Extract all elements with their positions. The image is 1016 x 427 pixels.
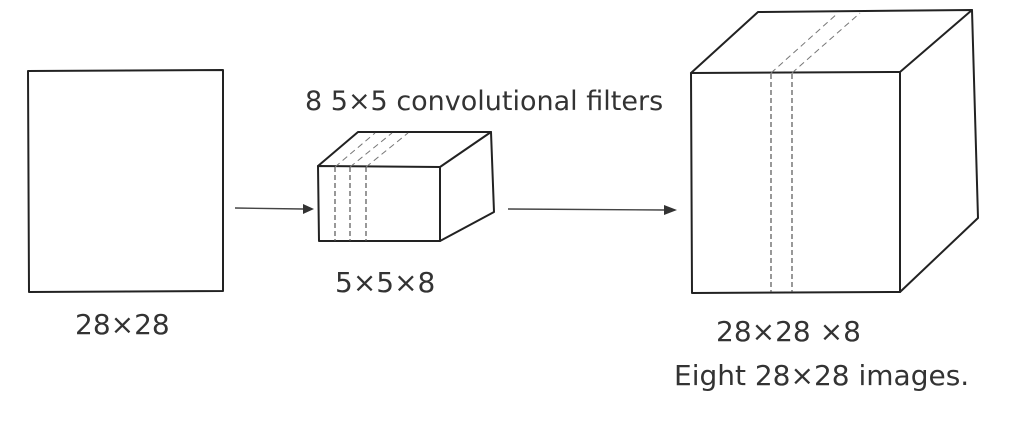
input-size-label: 28×28 xyxy=(75,308,170,341)
filters-size-label: 5×5×8 xyxy=(335,266,435,299)
output-volume xyxy=(690,9,979,294)
arrow-filters-to-output xyxy=(507,205,677,215)
output-description: Eight 28×28 images. xyxy=(674,359,969,392)
input-image xyxy=(27,69,224,293)
arrow-input-to-filters xyxy=(234,204,314,214)
filters-block xyxy=(317,131,495,242)
output-size-label: 28×28 ×8 xyxy=(716,315,861,348)
filters-caption: 8 5×5 convolutional filters xyxy=(305,86,663,117)
